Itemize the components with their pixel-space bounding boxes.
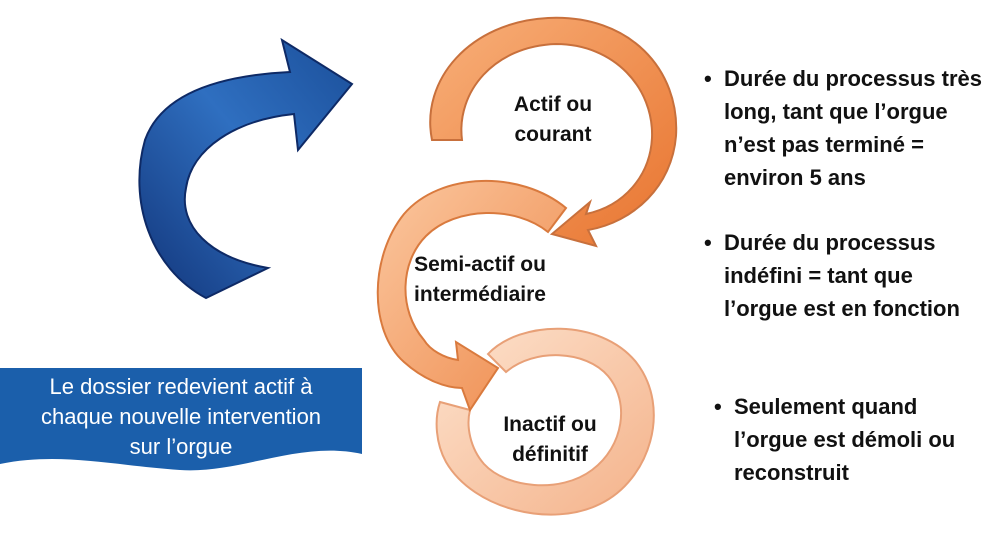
description-line: indéfini = tant que — [724, 263, 913, 288]
description-line: l’orgue est démoli ou — [734, 427, 956, 452]
stage-label-line: Inactif ou — [503, 413, 597, 436]
callout-line: Le dossier redevient actif à — [49, 374, 313, 399]
ring-semi-actif — [376, 180, 568, 413]
stage-label-line: Semi-actif ou — [414, 253, 546, 276]
stage-label-line: Actif ou — [513, 93, 593, 116]
stage-label-semi-actif: Semi-actif ou intermédiaire — [400, 250, 560, 310]
description-line: Durée du processus très — [724, 66, 982, 91]
bullet-icon: • — [704, 66, 712, 91]
stage-label-line: courant — [514, 123, 592, 146]
stage-label-line: intermédiaire — [414, 283, 546, 306]
description-line: long, tant que l’orgue — [724, 99, 948, 124]
description-semi-actif: • Durée du processus indéfini = tant que… — [704, 226, 960, 325]
callout-line: sur l’orgue — [129, 434, 233, 459]
stage-label-line: définitif — [512, 443, 588, 466]
description-line: n’est pas terminé = — [724, 132, 924, 157]
ring-actif — [429, 16, 678, 248]
description-line: Durée du processus — [724, 230, 936, 255]
description-actif: • Durée du processus très long, tant que… — [704, 62, 982, 194]
stage-label-inactif: Inactif ou définitif — [490, 410, 610, 470]
bullet-icon: • — [704, 230, 712, 255]
bullet-icon: • — [714, 394, 722, 419]
ring-inactif — [435, 327, 655, 516]
callout-banner — [0, 368, 362, 471]
stage-label-actif: Actif ou courant — [498, 90, 608, 150]
description-line: l’orgue est en fonction — [724, 296, 960, 321]
feedback-arrow — [138, 37, 354, 300]
description-line: reconstruit — [734, 460, 849, 485]
callout-line: chaque nouvelle intervention — [40, 404, 322, 429]
description-line: Seulement quand — [734, 394, 918, 419]
callout-text: Le dossier redevient actif à chaque nouv… — [6, 372, 356, 462]
description-inactif: • Seulement quand l’orgue est démoli ou … — [714, 390, 956, 489]
description-line: environ 5 ans — [724, 165, 866, 190]
